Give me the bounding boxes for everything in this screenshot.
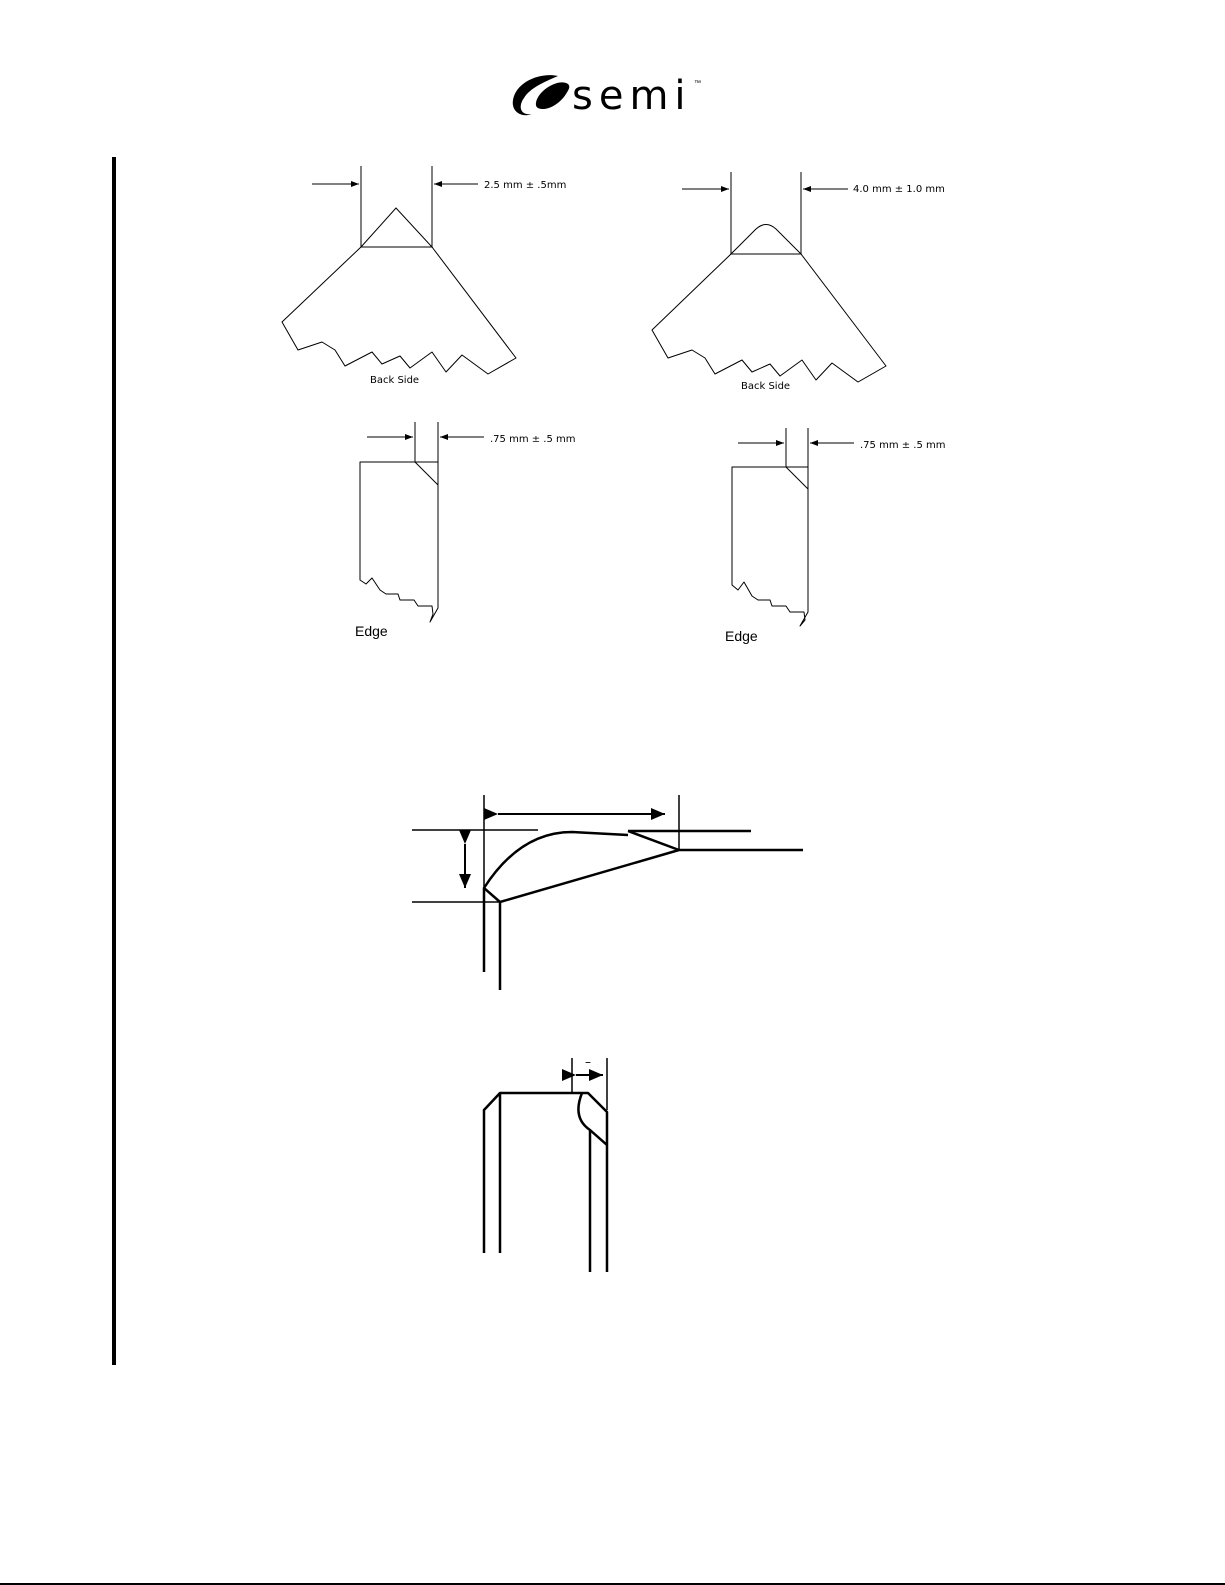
- chip-profile-view: [412, 795, 803, 990]
- right-back-wafer-outline: [652, 254, 886, 382]
- right-back-side-view: [652, 172, 886, 382]
- left-edge-caption: Edge: [355, 623, 388, 639]
- left-edge-width-label: .75 mm ± .5 mm: [490, 434, 576, 445]
- right-back-width-label: 4.0 mm ± 1.0 mm: [853, 184, 945, 195]
- right-edge-caption: Edge: [725, 628, 758, 644]
- left-edge-wafer-outline: [360, 462, 438, 622]
- right-edge-chamfer-line: [786, 467, 808, 489]
- edge-chip-fracture: [578, 1093, 607, 1145]
- left-back-wafer-outline: [282, 247, 516, 374]
- chip-corner-edge: [484, 888, 500, 902]
- chip-lower-profile: [500, 850, 803, 990]
- right-edge-width-label: .75 mm ± .5 mm: [860, 440, 946, 451]
- left-edge-view: [360, 422, 484, 622]
- right-back-rounded-tip: [731, 225, 801, 255]
- chip-flake-edge: [628, 831, 679, 850]
- left-back-chamfer-triangle: [361, 208, 432, 247]
- edge-chip-view: [484, 1058, 607, 1272]
- right-edge-wafer-outline: [732, 467, 808, 626]
- edge-chip-dim-mark: –: [585, 1055, 591, 1069]
- left-edge-chamfer-line: [415, 462, 438, 485]
- left-back-width-label: 2.5 mm ± .5mm: [484, 180, 566, 191]
- right-back-caption: Back Side: [741, 381, 790, 392]
- right-edge-view: [732, 428, 854, 626]
- edge-chip-outer-profile: [484, 1093, 607, 1272]
- left-back-side-view: [282, 166, 516, 374]
- left-back-caption: Back Side: [370, 375, 419, 386]
- chip-upper-profile: [484, 832, 628, 972]
